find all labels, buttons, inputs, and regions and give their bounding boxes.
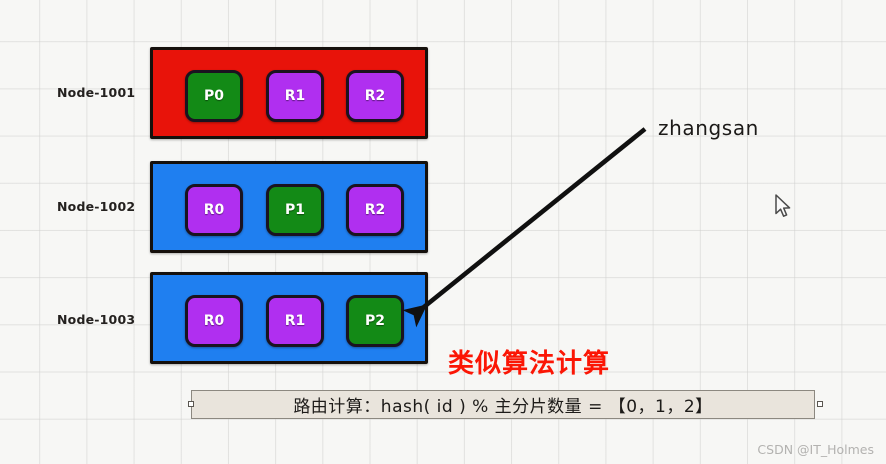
watermark-text: CSDN @IT_Holmes bbox=[757, 442, 874, 457]
mouse-cursor-icon bbox=[775, 194, 791, 217]
shard-r1[interactable]: R1 bbox=[266, 70, 324, 122]
shard-p0[interactable]: P0 bbox=[185, 70, 243, 122]
shard-p2[interactable]: P2 bbox=[346, 295, 404, 347]
node-label-1001: Node-1001 bbox=[57, 85, 136, 100]
shard-r0[interactable]: R0 bbox=[185, 184, 243, 236]
shard-r1[interactable]: R1 bbox=[266, 295, 324, 347]
node-label-1002: Node-1002 bbox=[57, 199, 136, 214]
red-annotation-note: 类似算法计算 bbox=[448, 349, 611, 379]
node-container-1003[interactable]: R0 R1 P2 bbox=[150, 272, 428, 364]
zhangsan-label: zhangsan bbox=[658, 116, 759, 140]
shard-r0[interactable]: R0 bbox=[185, 295, 243, 347]
shard-p1[interactable]: P1 bbox=[266, 184, 324, 236]
resize-handle-left[interactable] bbox=[188, 401, 194, 407]
node-container-1002[interactable]: R0 P1 R2 bbox=[150, 161, 428, 253]
resize-handle-right[interactable] bbox=[817, 401, 823, 407]
node-label-1003: Node-1003 bbox=[57, 312, 136, 327]
shard-r2[interactable]: R2 bbox=[346, 70, 404, 122]
routing-formula-text: 路由计算：hash( id ) % 主分片数量 = 【0，1，2】 bbox=[293, 397, 713, 417]
node-container-1001[interactable]: P0 R1 R2 bbox=[150, 47, 428, 139]
shard-r2[interactable]: R2 bbox=[346, 184, 404, 236]
routing-formula-box[interactable]: 路由计算：hash( id ) % 主分片数量 = 【0，1，2】 bbox=[191, 390, 815, 419]
